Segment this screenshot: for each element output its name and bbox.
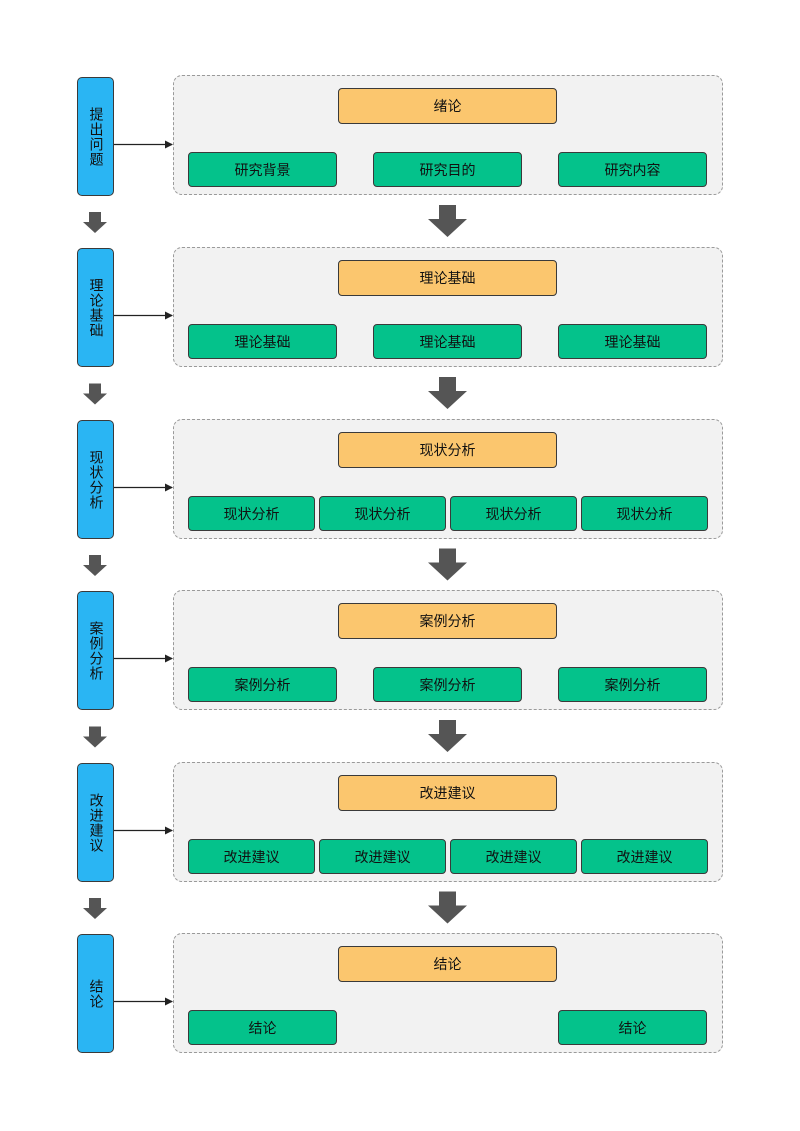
child-box: 现状分析: [319, 496, 446, 531]
child-box: 结论: [558, 1010, 707, 1045]
stage-4: 案例分析: [77, 591, 114, 710]
panel-heading-box: 理论基础: [338, 260, 557, 296]
stage-label: 案例分析: [87, 620, 104, 681]
stage-3: 现状分析: [77, 420, 114, 539]
child-box: 现状分析: [188, 496, 315, 531]
stage-down-arrow: [83, 212, 107, 233]
child-box: 改进建议: [450, 839, 577, 874]
stage-down-arrow: [83, 555, 107, 576]
stage-label: 理论基础: [87, 277, 104, 338]
panel-down-arrow: [428, 720, 467, 752]
stage-down-arrow: [83, 383, 107, 405]
child-box: 改进建议: [188, 839, 315, 874]
stage-down-arrow: [83, 726, 107, 748]
panel-heading-box: 现状分析: [338, 432, 557, 468]
stage-6: 结论: [77, 934, 114, 1053]
stage-5: 改进建议: [77, 763, 114, 882]
child-box: 案例分析: [373, 667, 522, 702]
stage-1: 提出问题: [77, 77, 114, 196]
panel-down-arrow: [428, 891, 467, 924]
child-box: 研究背景: [188, 152, 337, 187]
child-box: 理论基础: [373, 324, 522, 359]
child-box: 现状分析: [450, 496, 577, 531]
child-box: 改进建议: [319, 839, 446, 874]
panel-down-arrow: [428, 205, 467, 237]
panel-heading-box: 绪论: [338, 88, 557, 124]
child-box: 研究内容: [558, 152, 707, 187]
stage-label: 现状分析: [87, 449, 104, 510]
child-box: 案例分析: [558, 667, 707, 702]
stage-label: 提出问题: [87, 106, 104, 167]
panel-heading-box: 案例分析: [338, 603, 557, 639]
child-box: 现状分析: [581, 496, 708, 531]
stage-2: 理论基础: [77, 248, 114, 367]
stage-label: 改进建议: [87, 792, 104, 853]
child-box: 研究目的: [373, 152, 522, 187]
panel-heading-box: 改进建议: [338, 775, 557, 811]
child-box: 改进建议: [581, 839, 708, 874]
child-box: 结论: [188, 1010, 337, 1045]
panel-down-arrow: [428, 377, 467, 409]
panel-down-arrow: [428, 548, 467, 581]
child-box: 理论基础: [188, 324, 337, 359]
stage-down-arrow: [83, 898, 107, 919]
stage-label: 结论: [87, 978, 104, 1009]
child-box: 案例分析: [188, 667, 337, 702]
panel-heading-box: 结论: [338, 946, 557, 982]
child-box: 理论基础: [558, 324, 707, 359]
